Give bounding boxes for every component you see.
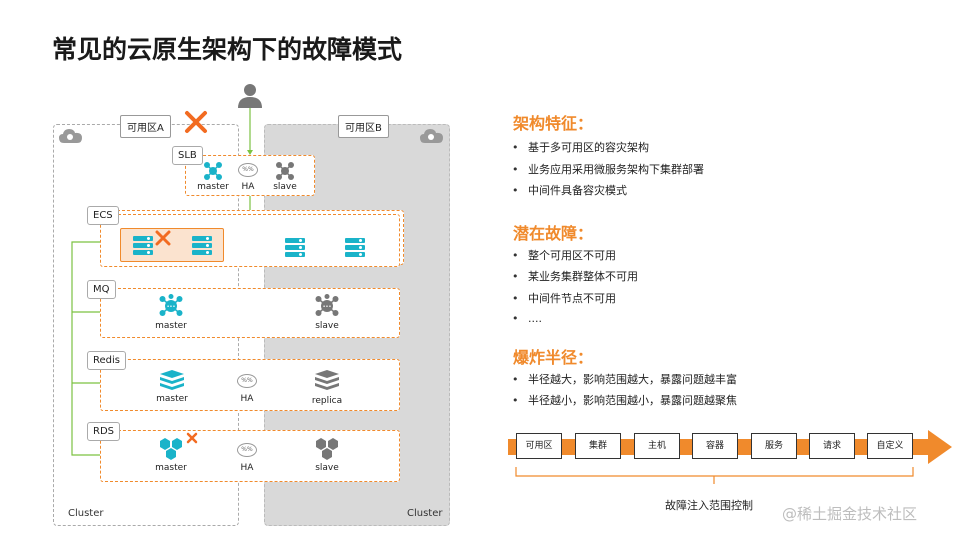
scope-box-container: 容器: [692, 433, 738, 459]
scope-bracket: [515, 467, 914, 484]
rds-ha-label: HA: [240, 463, 254, 473]
slb-ha-label: HA: [241, 182, 255, 192]
rds-failure-x-icon: [186, 432, 198, 444]
redis-tag: Redis: [87, 351, 126, 370]
section-title-architecture: 架构特征：: [513, 114, 594, 133]
mq-slave-icon: •••: [315, 294, 339, 316]
failure-item: ....: [512, 312, 542, 325]
architecture-item: 业务应用采用微服务架构下集群部署: [512, 161, 704, 177]
mq-master-icon: •••: [159, 294, 183, 316]
scope-box-host: 主机: [634, 433, 680, 459]
rds-master-label: master: [155, 463, 187, 473]
slb-master-label: master: [197, 182, 229, 192]
scope-box-service: 服务: [751, 433, 797, 459]
mq-layer: [100, 288, 400, 338]
section-title-potential-failures: 潜在故障：: [513, 224, 594, 243]
scope-box-custom: 自定义: [867, 433, 913, 459]
redis-replica-label: replica: [311, 396, 343, 406]
redis-replica-icon: [315, 370, 339, 390]
blast-radius-item: 半径越小，影响范围越小，暴露问题越聚焦: [512, 392, 737, 408]
ecs-server-icon: [345, 238, 365, 259]
redis-master-icon: [160, 370, 184, 390]
svg-text:•••: •••: [167, 304, 176, 310]
redis-ha-icon: %%: [237, 374, 257, 388]
architecture-item: 中间件具备容灾模式: [512, 182, 627, 198]
zone-failure-x-icon: [185, 111, 207, 133]
scope-caption: 故障注入范围控制: [665, 499, 753, 512]
scope-box-zone: 可用区: [516, 433, 562, 459]
redis-ha-label: HA: [240, 394, 254, 404]
scope-box-request: 请求: [809, 433, 855, 459]
rds-tag: RDS: [87, 422, 120, 441]
rds-slave-icon: [316, 438, 338, 460]
redis-master-label: master: [156, 394, 188, 404]
cluster-label-right: Cluster: [407, 508, 443, 519]
svg-text:•••: •••: [323, 304, 332, 310]
user-icon: [238, 84, 262, 108]
slb-slave-icon: [276, 162, 294, 180]
ecs-server-icon: [133, 236, 153, 257]
rds-slave-label: slave: [315, 463, 339, 473]
zone-b-label: 可用区B: [338, 115, 389, 138]
slb-master-icon: [204, 162, 222, 180]
ecs-tag: ECS: [87, 206, 119, 225]
mq-slave-label: slave: [315, 321, 339, 331]
slb-tag: SLB: [172, 146, 203, 165]
blast-radius-item: 半径越大，影响范围越大，暴露问题越丰富: [512, 371, 737, 387]
scope-box-cluster: 集群: [575, 433, 621, 459]
failure-item: 整个可用区不可用: [512, 247, 616, 263]
cloud-icon: [420, 129, 443, 143]
watermark: @稀土掘金技术社区: [782, 505, 918, 523]
mq-master-label: master: [155, 321, 187, 331]
cloud-icon: [59, 129, 82, 143]
ecs-server-icon: [192, 236, 212, 257]
rds-ha-icon: %%: [237, 443, 257, 457]
failure-item: 某业务集群整体不可用: [512, 268, 638, 284]
rds-master-icon: [160, 438, 182, 460]
failure-item: 中间件节点不可用: [512, 290, 616, 306]
architecture-item: 基于多可用区的容灾架构: [512, 139, 649, 155]
section-title-blast-radius: 爆炸半径：: [513, 348, 594, 367]
slb-slave-label: slave: [273, 182, 297, 192]
mq-tag: MQ: [87, 280, 116, 299]
cluster-label-left: Cluster: [68, 508, 104, 519]
ecs-server-icon: [285, 238, 305, 259]
page-title: 常见的云原生架构下的故障模式: [52, 35, 403, 64]
ecs-failure-x-icon: [155, 230, 171, 246]
slb-ha-icon: %%: [238, 163, 258, 177]
zone-a-label: 可用区A: [120, 115, 171, 138]
